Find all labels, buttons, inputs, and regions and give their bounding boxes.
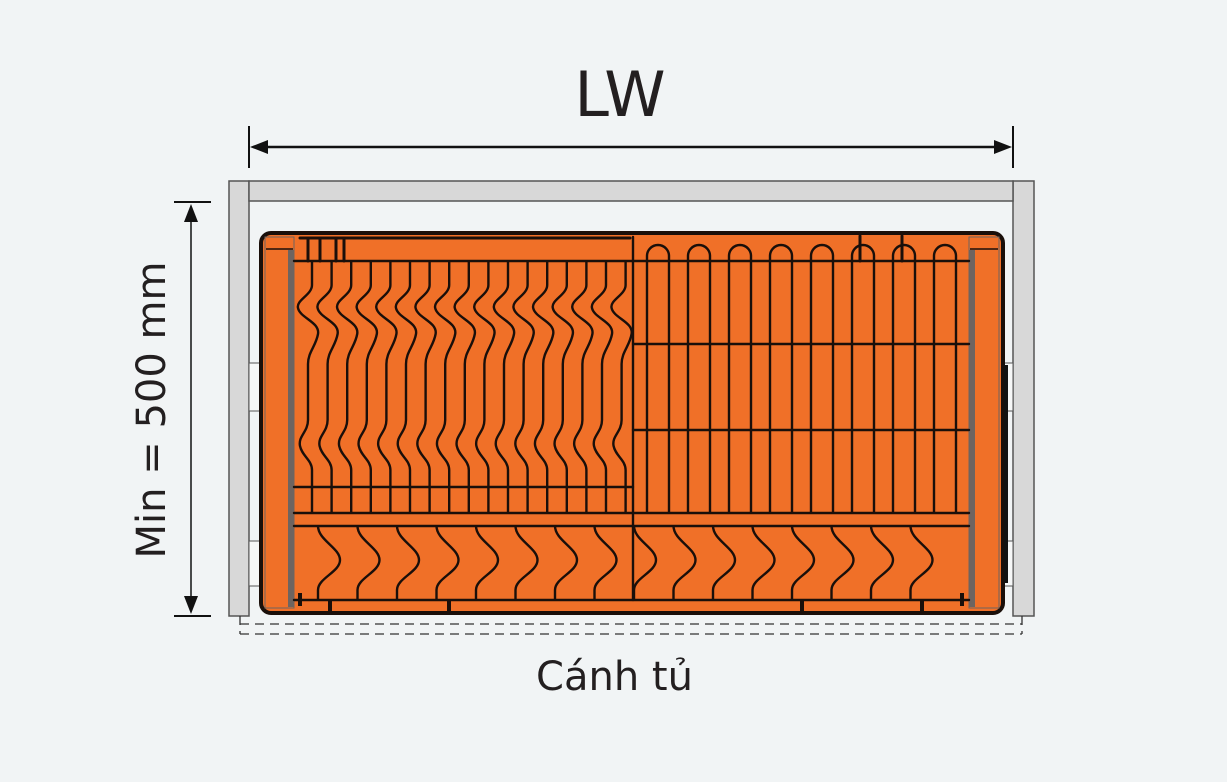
plate-wires <box>296 261 633 513</box>
min-height-label: Min = 500 mm <box>129 261 175 559</box>
dish-rack-basket <box>259 231 1005 615</box>
cabinet-top-panel <box>248 180 1014 202</box>
cabinet-side-right <box>1012 180 1035 617</box>
cabinet-side-left <box>228 180 250 617</box>
bottom-wires <box>316 525 934 600</box>
width-label: LW <box>574 58 667 131</box>
width-dimension <box>248 126 1014 168</box>
cabinet-frame <box>228 180 1035 617</box>
cabinet-door-label: Cánh tủ <box>536 654 693 700</box>
bowl-wires <box>645 243 958 513</box>
height-dimension <box>174 201 211 617</box>
cabinet-door-outline <box>239 616 1023 635</box>
